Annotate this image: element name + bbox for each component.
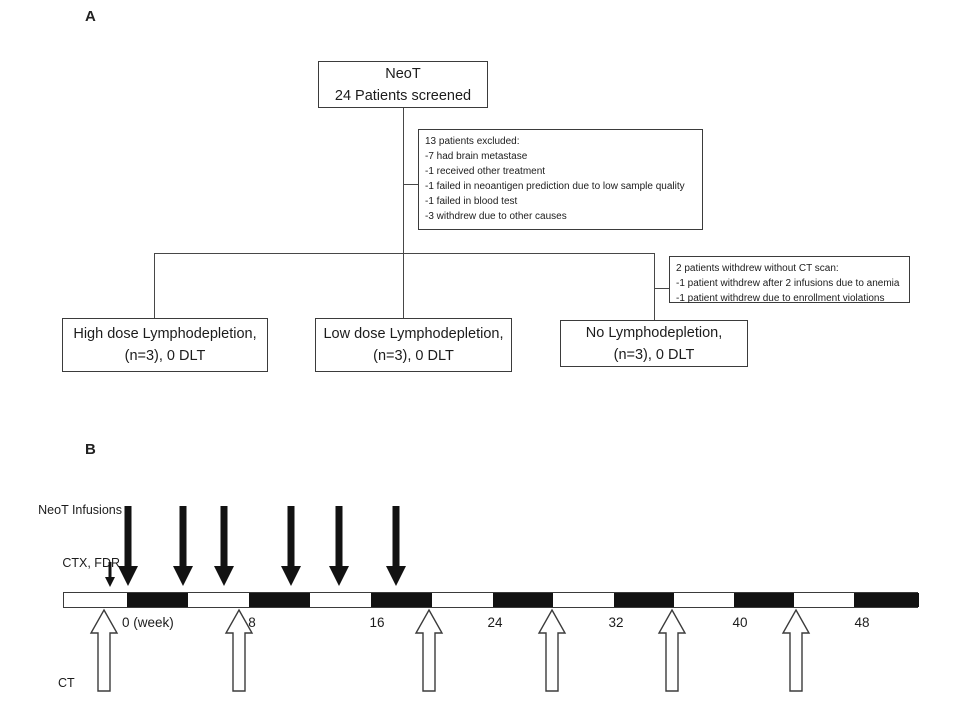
week-label: 24	[487, 615, 503, 630]
flow-node-text-line: 2 patients withdrew without CT scan:	[676, 263, 839, 274]
flow-node-text-line: 24 Patients screened	[334, 87, 472, 104]
neot-infusion-arrow-icon	[386, 506, 406, 586]
flowchart-connector-line	[655, 288, 669, 289]
flow-node-text-line: High dose Lymphodepletion,	[73, 326, 257, 342]
flow-node-text-line: -1 failed in neoantigen prediction due t…	[425, 181, 685, 192]
week-label: 8	[248, 615, 256, 630]
neot-infusion-arrow-icon	[329, 506, 349, 586]
flow-node-text-line: -3 withdrew due to other causes	[425, 211, 567, 222]
ct-label: CT	[58, 676, 75, 690]
timeline-bar	[63, 592, 919, 608]
flow-node-excluded-note: 13 patients excluded: -7 had brain metast…	[418, 129, 703, 230]
flow-node-text-line: (n=3), 0 DLT	[373, 348, 454, 364]
panel-a-flowchart: NeoT 24 Patients screened 13 patients excl…	[62, 61, 910, 372]
flow-node-text-line: -1 patient withdrew due to enrollment vi…	[676, 293, 885, 304]
week-label: 16	[369, 615, 385, 630]
flow-node-text-line: -1 received other treatment	[425, 166, 546, 177]
flow-node-neot-screened: NeoT 24 Patients screened	[318, 61, 488, 108]
ct-scan-arrow-icon	[414, 608, 444, 692]
flowchart-connector-line	[403, 108, 404, 318]
flow-node-text-line: No Lymphodepletion,	[585, 324, 723, 341]
flow-node-text-line: (n=3), 0 DLT	[124, 348, 206, 364]
flow-node-text-line: (n=3), 0 DLT	[613, 346, 695, 363]
ctx-fdr-arrow-icon	[105, 562, 115, 587]
neot-infusion-arrow-icon	[118, 506, 138, 586]
flow-node-text-line: -7 had brain metastase	[425, 151, 528, 162]
flow-node-withdrew-note: 2 patients withdrew without CT scan: -1 p…	[669, 256, 910, 304]
flow-node-text-line: -1 patient withdrew after 2 infusions du…	[676, 278, 900, 289]
flowchart-connector-line	[154, 253, 655, 254]
ct-scan-arrow-icon	[781, 608, 811, 692]
flowchart-connector-line	[654, 253, 655, 320]
flowchart-connector-line	[404, 184, 418, 185]
neot-infusion-arrow-icon	[214, 506, 234, 586]
panel-a-label: A	[85, 8, 96, 25]
flow-node-text-line: NeoT	[385, 65, 421, 82]
timeline-segment-black	[854, 593, 919, 607]
week-label: 40	[732, 615, 748, 630]
timeline-segment-black	[371, 593, 432, 607]
ct-scan-arrow-icon	[537, 608, 567, 692]
timeline-segment-black	[249, 593, 310, 607]
week-label: 0 (week)	[122, 615, 174, 630]
ct-scan-arrow-icon	[89, 608, 119, 692]
neot-infusion-arrow-icon	[281, 506, 301, 586]
flowchart-connector-line	[154, 253, 155, 318]
timeline-segment-black	[127, 593, 188, 607]
flow-node-low-dose-arm: Low dose Lymphodepletion, (n=3), 0 DLT	[315, 318, 512, 372]
neot-infusion-arrow-icon	[173, 506, 193, 586]
week-label: 32	[608, 615, 624, 630]
week-label: 48	[854, 615, 870, 630]
flow-node-text-line: 13 patients excluded:	[425, 136, 520, 147]
ct-scan-arrow-icon	[657, 608, 687, 692]
flow-node-text-line: -1 failed in blood test	[425, 196, 518, 207]
timeline-segment-black	[734, 593, 794, 607]
flow-node-high-dose-arm: High dose Lymphodepletion, (n=3), 0 DLT	[62, 318, 268, 372]
panel-b-label: B	[85, 441, 96, 458]
timeline-segment-black	[614, 593, 674, 607]
flow-node-no-lymphodepletion-arm: No Lymphodepletion, (n=3), 0 DLT	[560, 320, 748, 367]
ct-scan-arrow-icon	[224, 608, 254, 692]
ctx-fdr-label: CTX, FDR	[62, 556, 120, 570]
neot-infusions-label: NeoT Infusions	[38, 503, 122, 517]
timeline-segment-black	[493, 593, 553, 607]
flow-node-text-line: Low dose Lymphodepletion,	[323, 326, 504, 342]
